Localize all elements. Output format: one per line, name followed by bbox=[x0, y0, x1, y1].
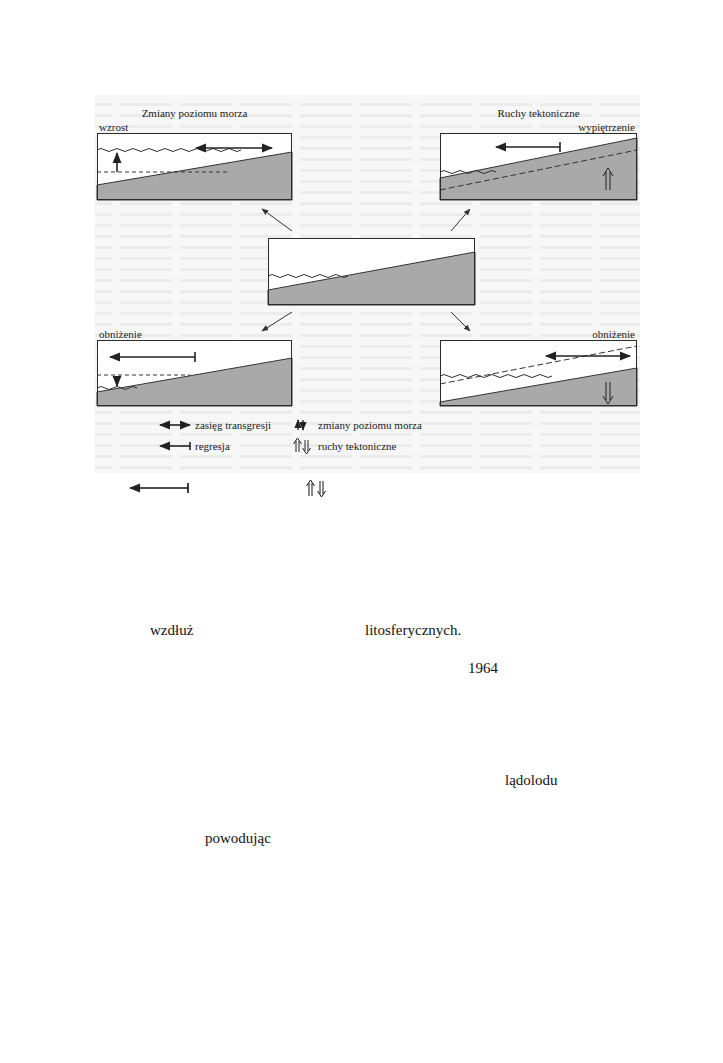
legend-text: zmiany poziomu morza bbox=[318, 419, 422, 431]
loose-tectonic-symbols bbox=[307, 480, 326, 497]
panel-heading: obniżenie bbox=[99, 328, 291, 340]
text-fragment: 1964 bbox=[468, 660, 498, 677]
profile-panel: Zmiany poziomu morzawzrost bbox=[97, 133, 292, 200]
profile-panel: obniżenie bbox=[97, 340, 292, 406]
connector-arrow bbox=[262, 312, 292, 331]
text-fragment: powodując bbox=[205, 830, 271, 847]
legend-text: zasięg transgresji bbox=[195, 419, 271, 431]
panel-heading: wypiętrzenie bbox=[441, 121, 635, 133]
text-fragment: litosferycznych. bbox=[365, 622, 461, 639]
panel-group-title: Zmiany poziomu morza bbox=[78, 107, 311, 119]
connector-arrow bbox=[451, 209, 470, 231]
profile-panel: Ruchy tektonicznewypiętrzenie bbox=[440, 133, 637, 200]
panel-group-title: Ruchy tektoniczne bbox=[421, 107, 656, 119]
panel-heading: wzrost bbox=[99, 121, 291, 133]
legend-text: ruchy tektoniczne bbox=[318, 440, 397, 452]
text-fragment: lądolodu bbox=[505, 772, 558, 789]
loose-symbols bbox=[130, 483, 188, 493]
profile-panel bbox=[268, 238, 475, 305]
slopes bbox=[97, 138, 637, 406]
legend-text: regresja bbox=[195, 440, 230, 452]
connector-arrow bbox=[262, 209, 292, 231]
legend-samples bbox=[160, 420, 303, 450]
profile-panel: obniżenie bbox=[440, 340, 637, 406]
sea-levels bbox=[97, 149, 637, 390]
scan-ground bbox=[95, 95, 640, 473]
tectonic-arrows bbox=[603, 168, 613, 404]
panel-arrows bbox=[110, 142, 630, 386]
ghost-text bbox=[95, 95, 640, 473]
connector-arrow bbox=[451, 312, 470, 331]
text-fragment: wzdłuż bbox=[150, 622, 193, 639]
panel-heading: obniżenie bbox=[441, 328, 635, 340]
legend-tectonic-sample bbox=[294, 438, 311, 454]
